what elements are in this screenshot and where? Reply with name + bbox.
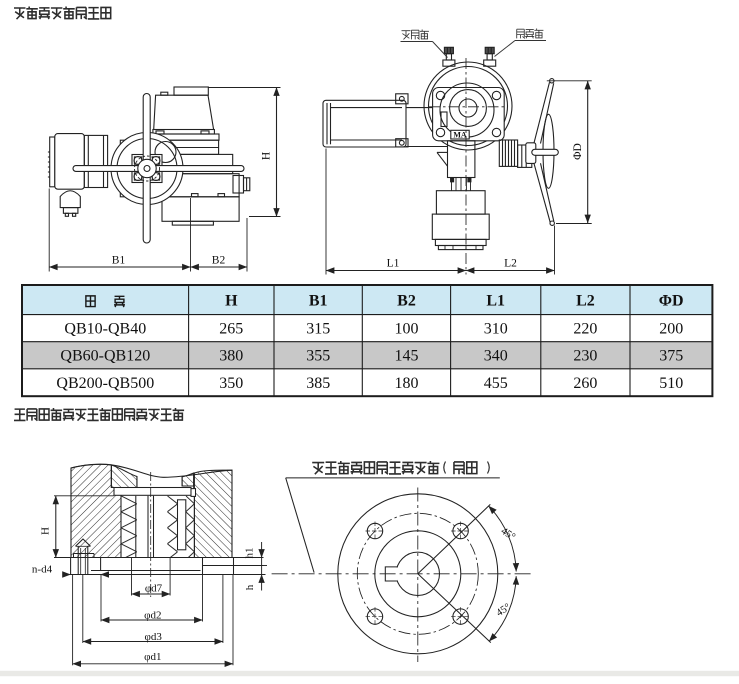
svg-text:B2: B2 — [212, 255, 226, 267]
svg-text:n-d4: n-d4 — [32, 564, 53, 576]
svg-text:200: 200 — [659, 321, 683, 338]
svg-text:L1: L1 — [486, 292, 505, 309]
svg-text:L2: L2 — [504, 258, 517, 270]
svg-text:350: 350 — [219, 375, 243, 392]
svg-text:QB200-QB500: QB200-QB500 — [56, 375, 154, 392]
svg-text:45°: 45° — [494, 602, 512, 619]
svg-text:L2: L2 — [576, 292, 595, 309]
svg-text:380: 380 — [219, 348, 243, 365]
svg-text:180: 180 — [395, 375, 419, 392]
svg-text:310: 310 — [484, 321, 508, 338]
svg-text:QB10-QB40: QB10-QB40 — [64, 321, 146, 338]
svg-text:315: 315 — [306, 321, 330, 338]
svg-text:MA: MA — [453, 130, 467, 139]
svg-text:265: 265 — [219, 321, 243, 338]
svg-text:φd7: φd7 — [145, 583, 163, 595]
svg-text:510: 510 — [659, 375, 683, 392]
svg-text:375: 375 — [659, 348, 683, 365]
svg-text:h: h — [244, 584, 256, 590]
svg-text:230: 230 — [573, 348, 597, 365]
svg-text:100: 100 — [395, 321, 419, 338]
svg-text:H: H — [40, 527, 52, 535]
svg-text:B1: B1 — [112, 255, 126, 267]
svg-text:φd3: φd3 — [145, 631, 163, 643]
svg-text:145: 145 — [395, 348, 419, 365]
svg-text:220: 220 — [573, 321, 597, 338]
svg-text:H: H — [261, 152, 273, 160]
svg-text:B2: B2 — [397, 292, 416, 309]
svg-text:φd1: φd1 — [144, 651, 161, 663]
svg-text:ΦD: ΦD — [572, 143, 584, 160]
svg-text:45°: 45° — [499, 526, 517, 543]
svg-text:B1: B1 — [309, 292, 328, 309]
svg-text:455: 455 — [484, 375, 508, 392]
svg-text:H: H — [225, 292, 238, 309]
svg-text:260: 260 — [573, 375, 597, 392]
svg-text:L1: L1 — [387, 258, 400, 270]
svg-text:φd2: φd2 — [144, 610, 161, 622]
svg-text:355: 355 — [306, 348, 330, 365]
svg-text:h1: h1 — [244, 548, 256, 559]
svg-text:340: 340 — [484, 348, 508, 365]
svg-text:QB60-QB120: QB60-QB120 — [60, 348, 150, 365]
svg-text:385: 385 — [306, 375, 330, 392]
svg-text:ΦD: ΦD — [659, 292, 684, 309]
